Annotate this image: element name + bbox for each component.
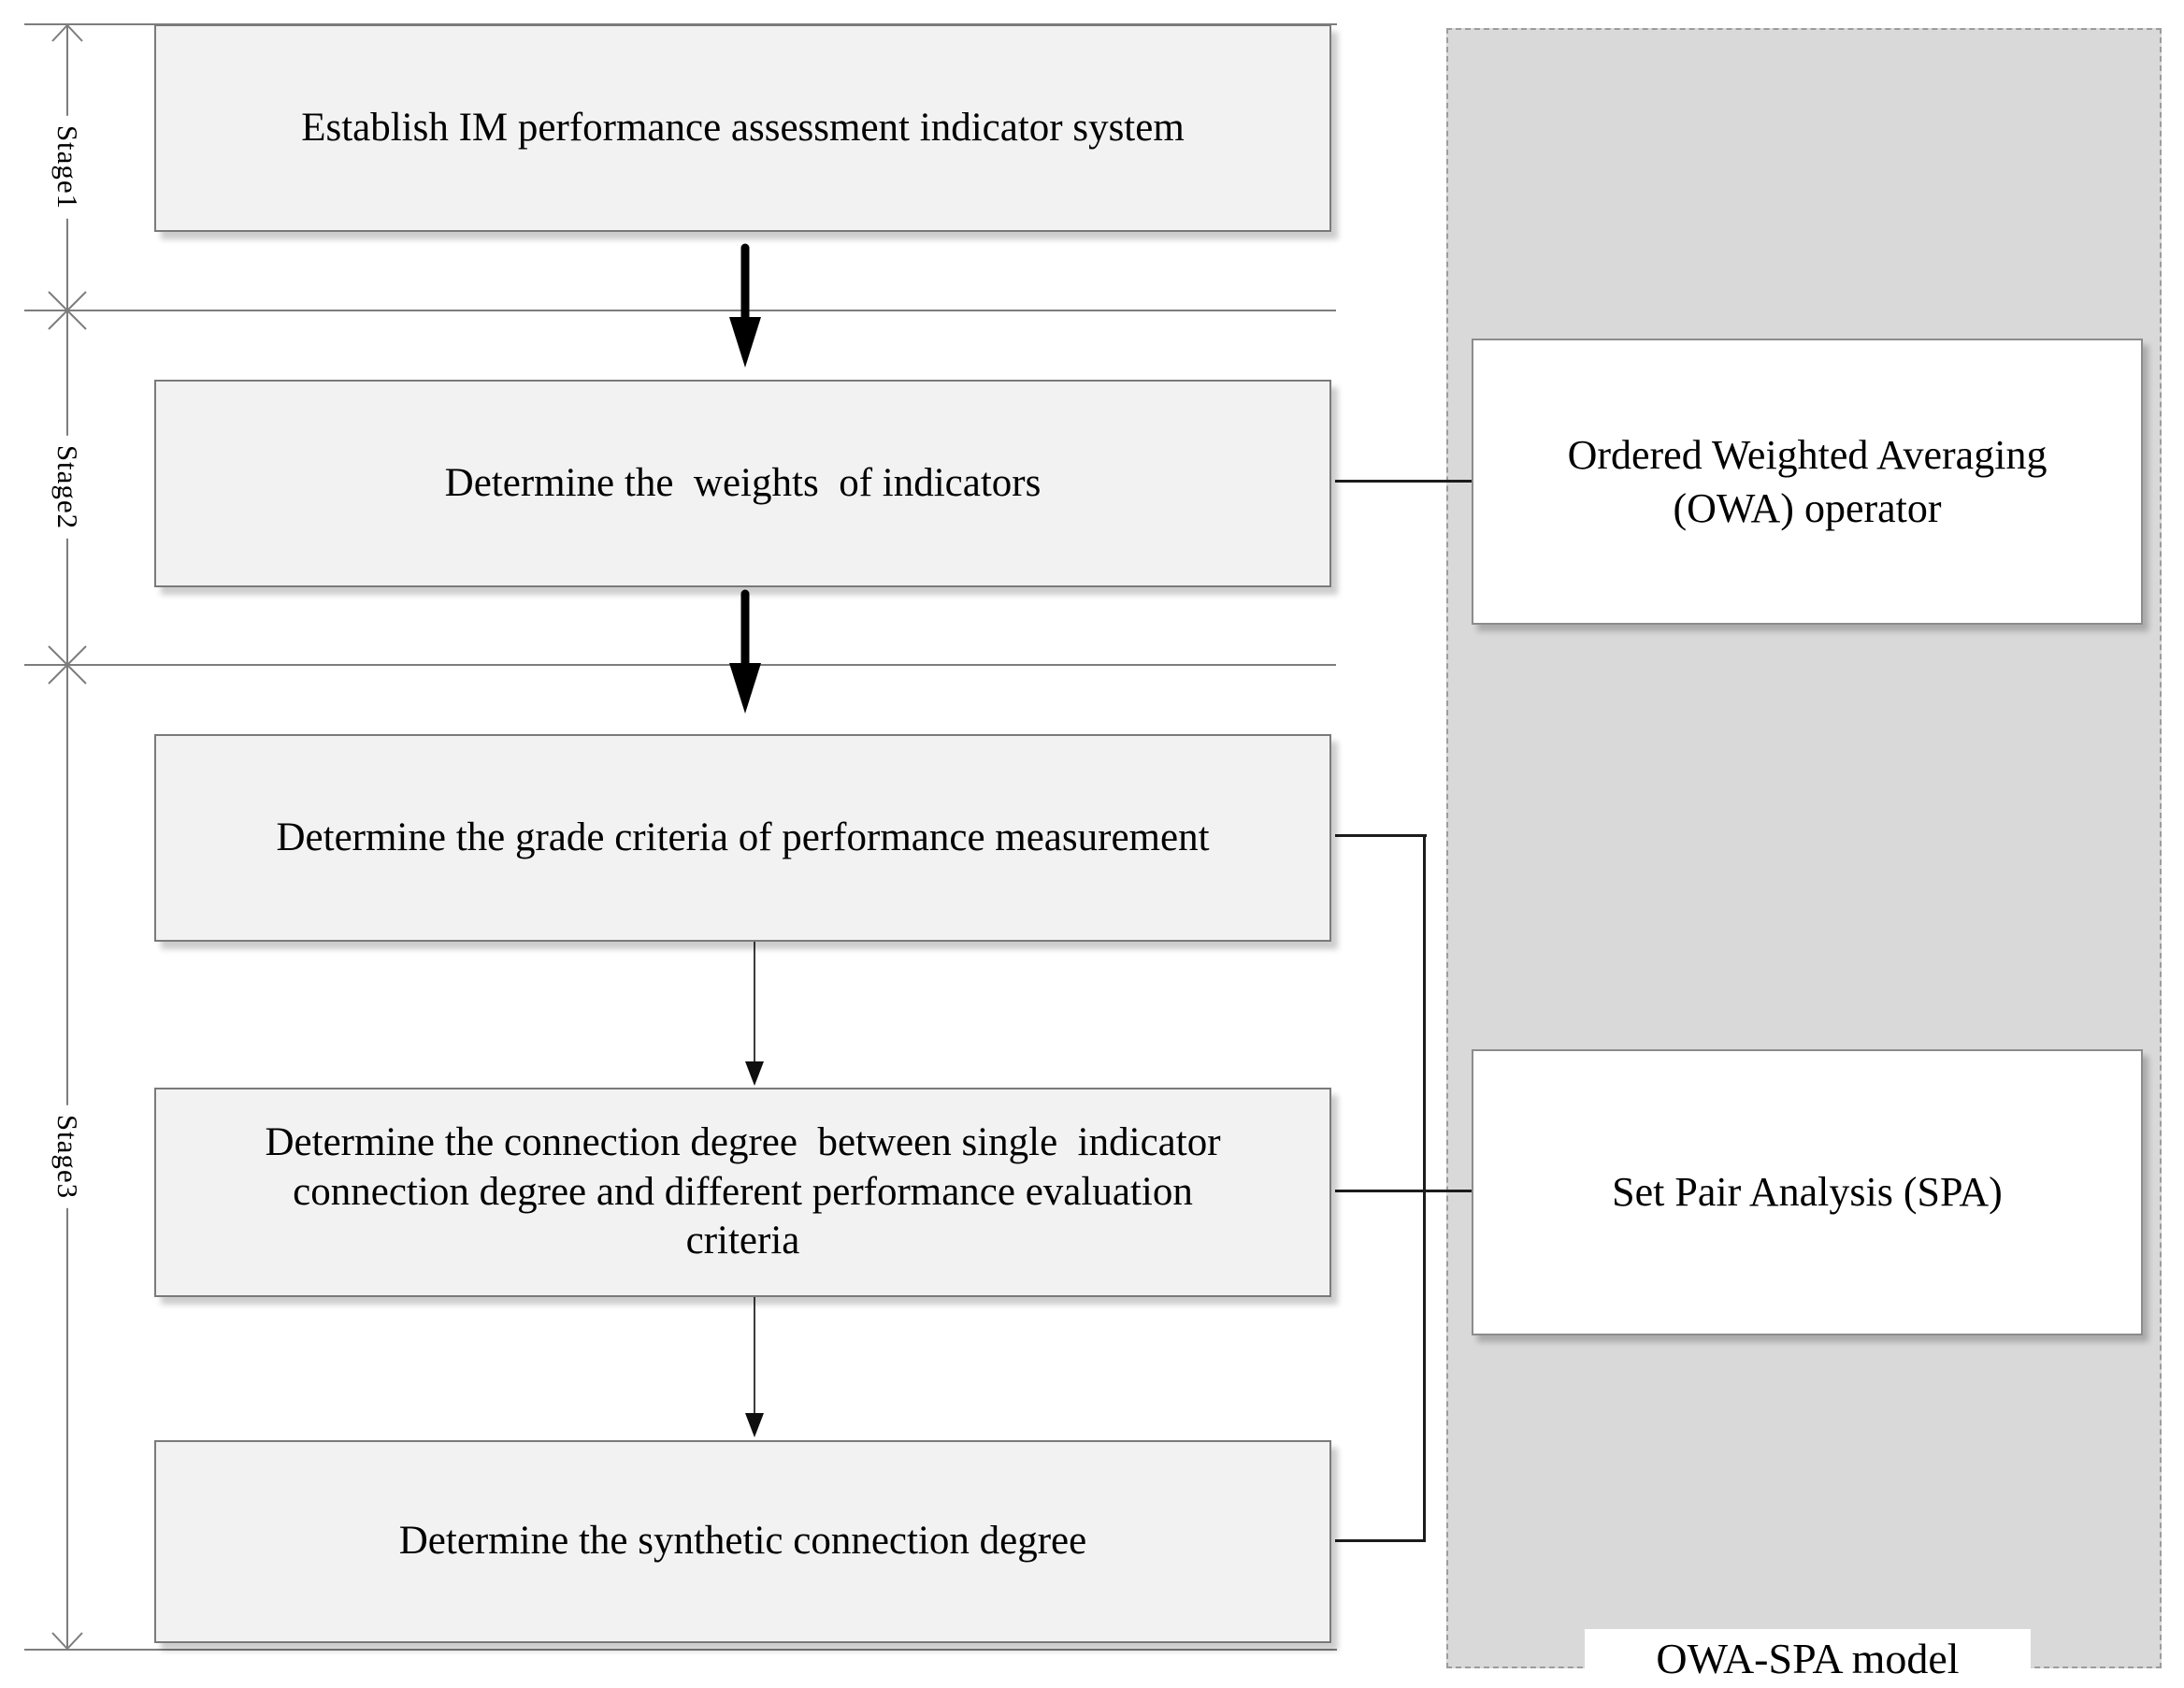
arrow-down-icon <box>729 243 761 368</box>
connector-vertical-rail <box>1423 834 1426 1542</box>
flow-box-label: Determine the connection degree between … <box>265 1120 1221 1263</box>
arrow-down-icon <box>745 1061 764 1086</box>
flow-box-indicator-system: Establish IM performance assessment indi… <box>154 24 1331 232</box>
flow-box-label: Determine the synthetic connection degre… <box>398 1519 1087 1564</box>
panel-title-label: OWA-SPA model <box>1656 1635 1960 1682</box>
method-box-label: Set Pair Analysis (SPA) <box>1612 1169 2003 1216</box>
connector-synthetic-to-rail <box>1335 1539 1426 1542</box>
arrow-down-icon <box>729 589 761 714</box>
connector-connection-degree-to-spa <box>1335 1190 1473 1192</box>
method-box-label: Ordered Weighted Averaging (OWA) operato… <box>1567 431 2048 531</box>
dimension-tick-cross-icon <box>48 291 87 330</box>
arrow-down-icon <box>745 1413 764 1437</box>
flow-box-label: Determine the weights of indicators <box>444 460 1042 505</box>
flow-box-label: Establish IM performance assessment indi… <box>301 105 1185 150</box>
stage-label-2: Stage2 <box>49 435 86 540</box>
connector-weights-to-owa <box>1335 480 1473 483</box>
method-box-owa: Ordered Weighted Averaging (OWA) operato… <box>1472 339 2143 625</box>
arrow-line <box>754 1297 755 1415</box>
method-box-spa: Set Pair Analysis (SPA) <box>1472 1049 2143 1335</box>
dimension-arrow-up-icon <box>51 23 83 42</box>
stage-label-1: Stage1 <box>49 115 86 220</box>
arrow-line <box>754 942 755 1063</box>
connector-grade-criteria-to-rail <box>1335 834 1427 837</box>
dimension-arrow-down-icon <box>51 1632 83 1651</box>
stage-label-3: Stage3 <box>49 1104 86 1209</box>
flow-box-synthetic-degree: Determine the synthetic connection degre… <box>154 1440 1331 1643</box>
flow-box-weights: Determine the weights of indicators <box>154 380 1331 587</box>
dimension-tick-cross-icon <box>48 645 87 685</box>
flow-box-label: Determine the grade criteria of performa… <box>276 815 1210 859</box>
panel-title: OWA-SPA model <box>1585 1629 2031 1688</box>
flow-box-connection-degree: Determine the connection degree between … <box>154 1088 1331 1297</box>
owa-spa-model-panel <box>1446 28 2162 1668</box>
flow-box-grade-criteria: Determine the grade criteria of performa… <box>154 734 1331 942</box>
